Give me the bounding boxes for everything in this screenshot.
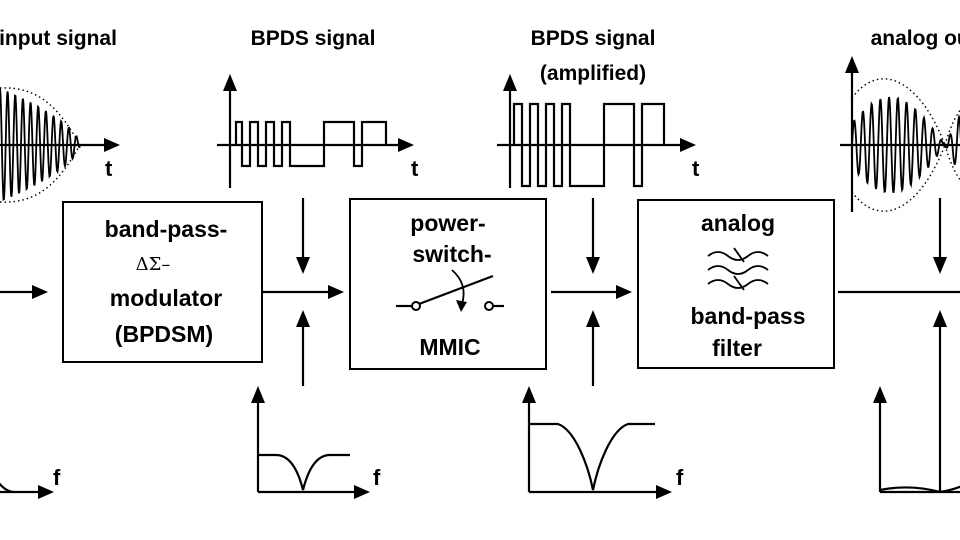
delta-sigma-symbol: ΔΣ– bbox=[136, 254, 171, 275]
output-envelope bbox=[851, 78, 960, 212]
bpdsm-block: band-pass- ΔΣ– modulator (BPDSM) bbox=[62, 201, 263, 363]
input-freq-axis-label: f bbox=[53, 465, 61, 490]
input-waveform bbox=[0, 88, 81, 201]
bpds-amplified-subtitle: (amplified) bbox=[540, 62, 646, 85]
filter-block: analog band-pass filter bbox=[637, 199, 835, 369]
bpds-signal-title: BPDS signal bbox=[251, 27, 376, 50]
filter-label-line1: analog bbox=[701, 210, 775, 236]
analog-output-spectrum-plot bbox=[873, 386, 960, 494]
bpds-amplified-time-plot: t bbox=[497, 74, 700, 188]
input-time-axis-label: t bbox=[105, 156, 113, 181]
bpds-amplified-time-axis-label: t bbox=[692, 156, 700, 181]
analog-output-spectrum-curve bbox=[879, 485, 960, 494]
mmic-label-line1: power- bbox=[410, 210, 485, 236]
bpds-amplified-pulse-train bbox=[512, 102, 666, 188]
bpdsm-label-line2: modulator bbox=[110, 285, 222, 311]
input-signal-title: input signal bbox=[0, 27, 117, 50]
bpds-amplified-spectrum-curve bbox=[529, 422, 655, 491]
bpds-pulse-train bbox=[234, 120, 388, 168]
input-spectrum-plot: f bbox=[0, 465, 61, 499]
pointer-arrows bbox=[296, 198, 947, 386]
signal-path bbox=[0, 285, 960, 299]
mmic-label-line3: MMIC bbox=[419, 334, 480, 360]
mmic-label-line2: switch- bbox=[412, 241, 491, 267]
output-waveform bbox=[851, 96, 960, 194]
analog-output-title: analog output bbox=[871, 27, 960, 50]
bpds-signal-time-plot: t bbox=[217, 74, 419, 188]
input-signal-time-plot: t bbox=[0, 87, 120, 203]
bpdsm-label-line3: (BPDSM) bbox=[115, 321, 213, 347]
input-spectrum-curve bbox=[0, 482, 15, 494]
filter-label-line3: filter bbox=[712, 335, 762, 361]
bpds-spectrum-curve bbox=[258, 453, 350, 491]
bpdsm-label-line1: band-pass- bbox=[105, 216, 228, 242]
analog-output-time-plot bbox=[840, 56, 960, 212]
bpds-amplified-title: BPDS signal bbox=[531, 27, 656, 50]
bpds-amplified-freq-axis-label: f bbox=[676, 465, 684, 490]
bpds-amplified-spectrum-plot: f bbox=[522, 386, 684, 499]
bandpass-filter-icon bbox=[707, 247, 769, 291]
bpds-time-axis-label: t bbox=[411, 156, 419, 181]
switch-icon bbox=[396, 269, 504, 312]
bpds-spectrum-plot: f bbox=[251, 386, 381, 499]
input-envelope bbox=[0, 87, 81, 203]
bpds-freq-axis-label: f bbox=[373, 465, 381, 490]
mmic-block: power- switch- MMIC bbox=[349, 198, 547, 370]
filter-label-line2: band-pass bbox=[690, 303, 805, 329]
